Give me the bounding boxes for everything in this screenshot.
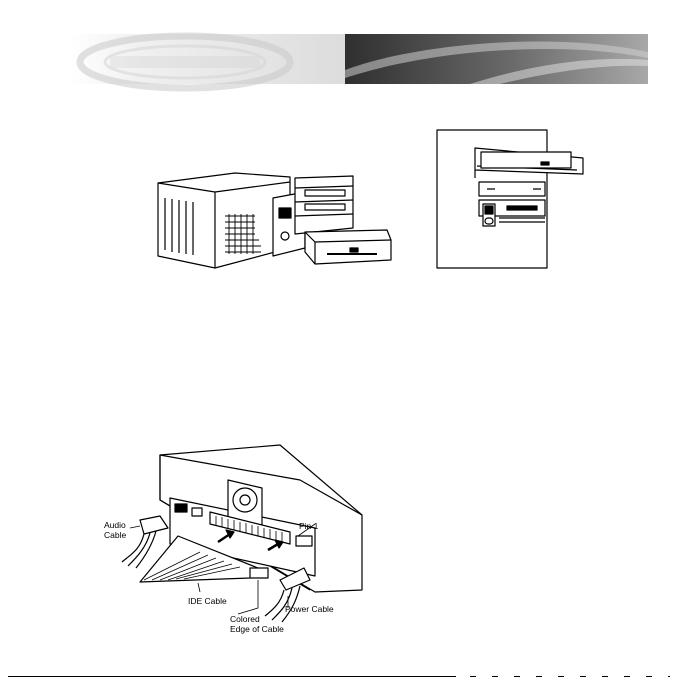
footer-dash-rule (470, 676, 670, 677)
power-cable-label: Power Cable (285, 604, 334, 614)
footer-rule (8, 676, 456, 677)
audio-cable-label: Audio Cable (104, 520, 126, 540)
ide-cable-label: IDE Cable (188, 596, 227, 606)
header-banner (0, 22, 685, 92)
tower-pc-illustration (433, 126, 588, 272)
colored-edge-label: Colored Edge of Cable (230, 614, 284, 634)
pin1-label: Pin 1 (299, 521, 318, 531)
case-drive-bay-illustration (155, 168, 395, 276)
